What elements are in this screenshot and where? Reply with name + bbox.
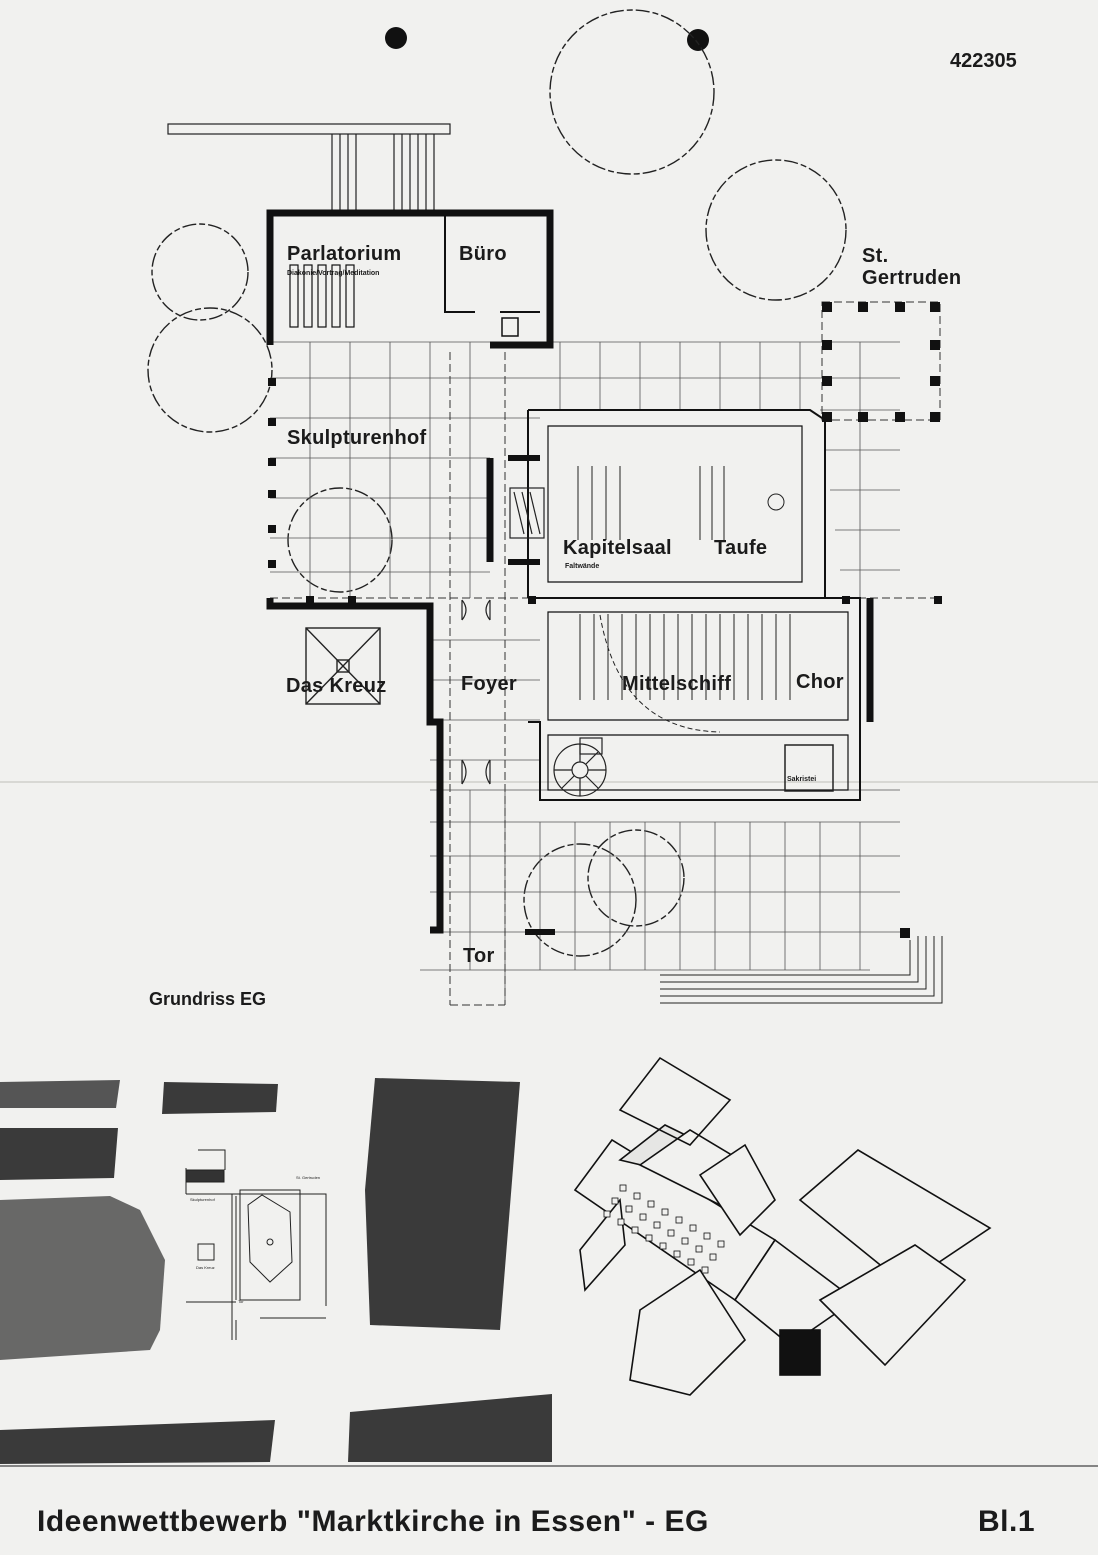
room-das-kreuz: Das Kreuz (286, 675, 387, 697)
room-parlatorium: Parlatorium (287, 243, 402, 265)
room-tor: Tor (463, 945, 495, 967)
paving-grid (270, 341, 900, 1000)
courtyard-posts (268, 378, 942, 604)
room-parlatorium-sub: Diakonie/Vortrag/Meditation (287, 270, 380, 277)
das-kreuz-pyramid (305, 627, 381, 705)
sheet-number: 422305 (950, 50, 1017, 72)
plan-caption: Grundriss EG (149, 989, 267, 1009)
site-label-tor: Tor (238, 1299, 244, 1304)
spiral-stair (553, 737, 607, 797)
room-buero: Büro (459, 243, 507, 265)
footer-title: Ideenwettbewerb "Marktkirche in Essen" -… (37, 1505, 709, 1538)
site-label-das-kreuz: Das Kreuz (196, 1265, 215, 1270)
parlatorium-building (266, 209, 554, 349)
church-walls (266, 409, 910, 938)
site-label-skulpturenhof: Skulpturenhof (190, 1197, 215, 1202)
doors (461, 599, 491, 785)
pavilion-posts (822, 302, 940, 422)
axis-lines (270, 301, 941, 1006)
room-foyer: Foyer (461, 673, 517, 695)
room-st-gertruden-2: Gertruden (862, 267, 962, 289)
room-skulpturenhof: Skulpturenhof (287, 427, 427, 449)
site-label-st-gertruden: St. Gertruden (296, 1175, 321, 1180)
entrance-stairs (167, 123, 451, 212)
axonometric-window-grid (603, 1184, 725, 1274)
sacristy-outline (784, 744, 834, 792)
kapitelsaal-stairs (509, 487, 545, 539)
footer-sheet: Bl.1 (978, 1505, 1036, 1538)
room-mittelschiff: Mittelschiff (622, 673, 732, 695)
room-taufe: Taufe (714, 537, 768, 559)
room-st-gertruden-1: St. (862, 245, 889, 267)
pews (577, 466, 791, 733)
room-kapitelsaal: Kapitelsaal (563, 537, 672, 559)
southeast-steps (660, 936, 943, 1004)
trees (147, 9, 847, 957)
room-faltwaende: Faltwände (565, 563, 600, 570)
axonometric-view (573, 1056, 992, 1396)
site-plan-mini-church (185, 1149, 327, 1340)
room-sakristei: Sakristei (787, 776, 817, 783)
punch-holes (385, 27, 709, 51)
site-plan (0, 1078, 552, 1464)
room-chor: Chor (796, 671, 844, 693)
